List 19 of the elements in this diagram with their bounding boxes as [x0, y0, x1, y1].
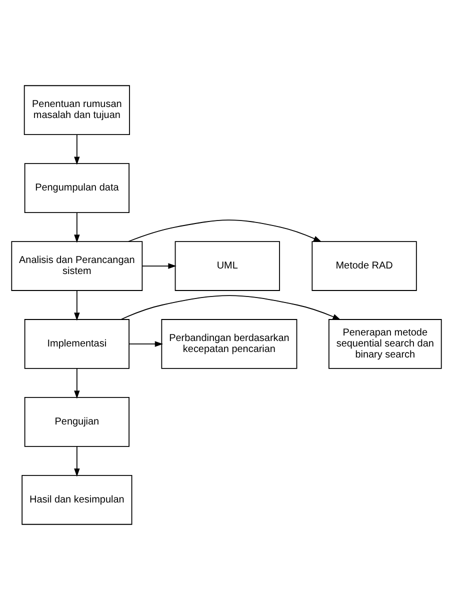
node-box: Pengujian [24, 397, 130, 447]
node-box: Penerapan metode sequential search dan binary search [328, 319, 442, 369]
arrow [74, 446, 80, 477]
arrow [128, 341, 164, 347]
node-box: Implementasi [24, 319, 130, 369]
arrow [74, 290, 80, 321]
node-box: Analisis dan Perancangan sistem [11, 241, 143, 291]
arrow [120, 295, 341, 320]
arrow [74, 368, 80, 399]
node-box: Penentuan rumusan masalah dan tujuan [24, 85, 130, 136]
arrow [128, 220, 322, 242]
node-box: Pengumpulan data [24, 163, 130, 213]
node-box: Metode RAD [312, 241, 417, 291]
node-box: Hasil dan kesimpulan [22, 474, 132, 525]
arrow [74, 134, 80, 165]
node-box: UML [174, 241, 280, 291]
arrow [142, 263, 176, 269]
node-box: Perbandingan berdasarkan kecepatan pencarian [161, 319, 298, 369]
arrow [74, 212, 80, 243]
